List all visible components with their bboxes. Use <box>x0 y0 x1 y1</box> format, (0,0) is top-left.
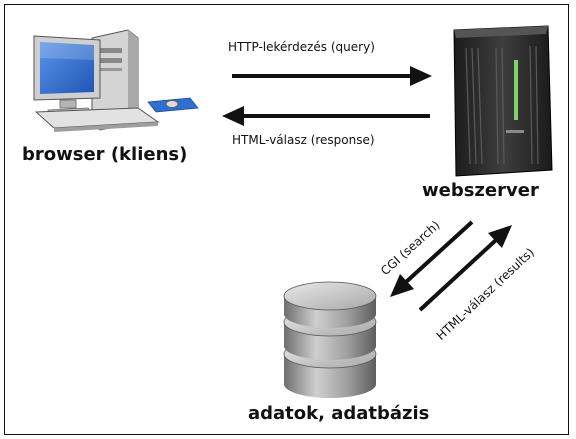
desktop-computer-icon <box>33 29 199 132</box>
database-label: adatok, adatbázis <box>248 403 430 424</box>
client-label: browser (kliens) <box>22 144 188 165</box>
server-label: webszerver <box>422 180 539 201</box>
request-arrow <box>232 66 432 86</box>
database-cylinder-icon <box>283 281 377 398</box>
search-arrow <box>390 220 474 297</box>
results-arrow <box>418 225 512 312</box>
request-arrow-label: HTTP-lekérdezés (query) <box>228 40 375 54</box>
response-arrow <box>222 106 430 126</box>
search-arrow-label: CGI (search) <box>378 218 443 278</box>
response-arrow-label: HTML-válasz (response) <box>232 133 375 147</box>
results-arrow-label: HTML-válasz (results) <box>434 245 537 343</box>
server-tower-icon <box>453 25 553 177</box>
